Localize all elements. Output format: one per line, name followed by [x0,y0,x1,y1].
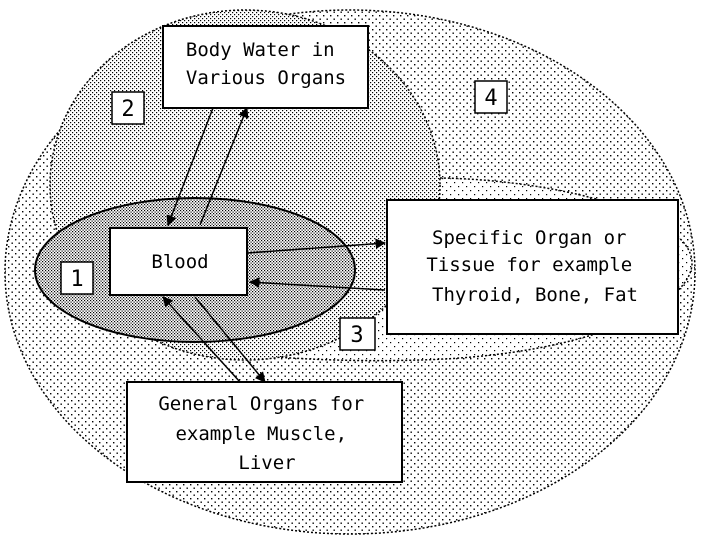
body-water-line-1: Body Water in [186,39,335,61]
svg-text:General Organs for examp: General Organs for example Muscle, Liver [158,393,375,474]
specific-organ-box: Specific Organ or Tissue for example Thy… [386,199,679,335]
general-organs-line-3: Liver [238,452,295,474]
arrow-blood-to-general-organs [194,296,266,383]
general-organs-line-1: General Organs for [158,393,364,415]
specific-organ-line-1: Specific Organ or [432,227,626,249]
blood-label: Blood [151,251,208,273]
svg-text:1: 1 [70,267,83,292]
compartment-3-number: 3 [339,317,376,351]
svg-text:3: 3 [350,323,363,348]
svg-text:Specific Organ or Tissue: Specific Organ or Tissue for example Thy… [426,227,643,306]
svg-text:Blood: Blood [151,251,208,273]
compartment-2-number: 2 [111,91,145,125]
blood-box: Blood [109,227,248,296]
general-organs-box: General Organs for example Muscle, Liver [126,381,403,483]
arrow-blood-to-specific-organ [246,238,387,254]
svg-text:2: 2 [121,97,134,122]
arrow-general-organs-to-blood [162,296,241,383]
body-water-box: Body Water in Various Organs [162,25,369,109]
body-water-line-2: Various Organs [186,67,346,89]
specific-organ-line-3: Thyroid, Bone, Fat [432,284,638,306]
arrow-specific-organ-to-blood [248,277,386,291]
compartment-1-number: 1 [60,261,94,295]
arrow-blood-to-body-water [199,107,249,226]
specific-organ-line-2: Tissue for example [426,254,632,276]
arrow-body-water-to-blood [166,107,214,226]
svg-text:4: 4 [484,86,497,111]
svg-text:Body Water in Various Or: Body Water in Various Organs [186,39,346,89]
general-organs-line-2: example Muscle, [175,423,347,445]
compartment-4-number: 4 [474,80,508,114]
